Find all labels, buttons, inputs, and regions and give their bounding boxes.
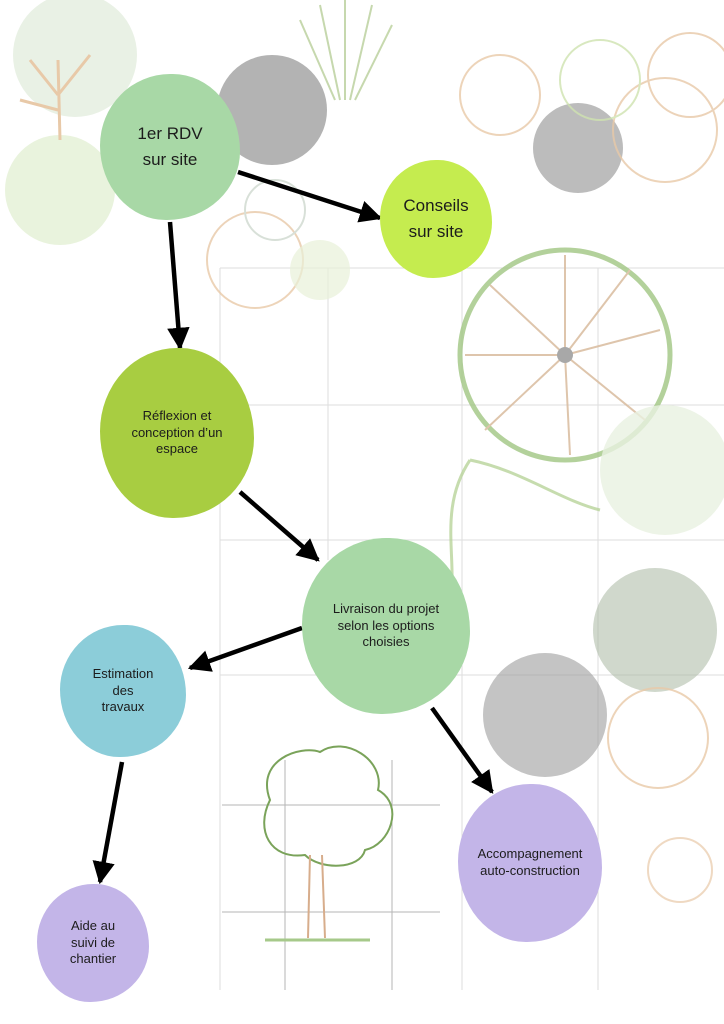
arrow-rdv-to-conseils [237,169,383,223]
bush-icon [533,103,623,193]
arrow-reflexion-to-livraison [238,490,320,562]
node-conseils-sur-site: Conseils sur site [380,160,492,278]
arrow-livraison-to-accompagnement [430,706,494,794]
node-label: Réflexion et conception d’un espace [131,407,223,457]
node-livraison-projet: Livraison du projet selon les options ch… [302,538,470,714]
tree-plan-icon [457,247,673,463]
node-label: Aide au suivi de chantier [69,917,117,967]
node-label: Accompagnement auto-construction [477,846,583,878]
tree-icon [5,0,137,245]
node-1er-rdv: 1er RDV sur site [100,74,240,220]
bush-icon [217,55,327,165]
node-label: 1er RDV sur site [137,123,203,169]
bush-icon [483,653,607,777]
node-label: Estimation des travaux [92,665,154,715]
node-estimation-travaux: Estimation des travaux [60,625,186,757]
bush-icon [593,568,717,692]
arrow-estimation-to-aide [92,761,125,885]
arrow-rdv-to-reflexion [167,221,190,351]
node-label: Conseils sur site [403,195,469,241]
arrow-livraison-to-estimation [187,625,303,672]
node-accompagnement-auto-construction: Accompagnement auto-construction [458,784,602,942]
node-aide-suivi-chantier: Aide au suivi de chantier [37,884,149,1002]
grass-icon [299,0,393,101]
tree-elevation-icon [222,745,440,990]
node-reflexion-conception: Réflexion et conception d’un espace [100,348,254,518]
node-label: Livraison du projet selon les options ch… [332,600,440,650]
